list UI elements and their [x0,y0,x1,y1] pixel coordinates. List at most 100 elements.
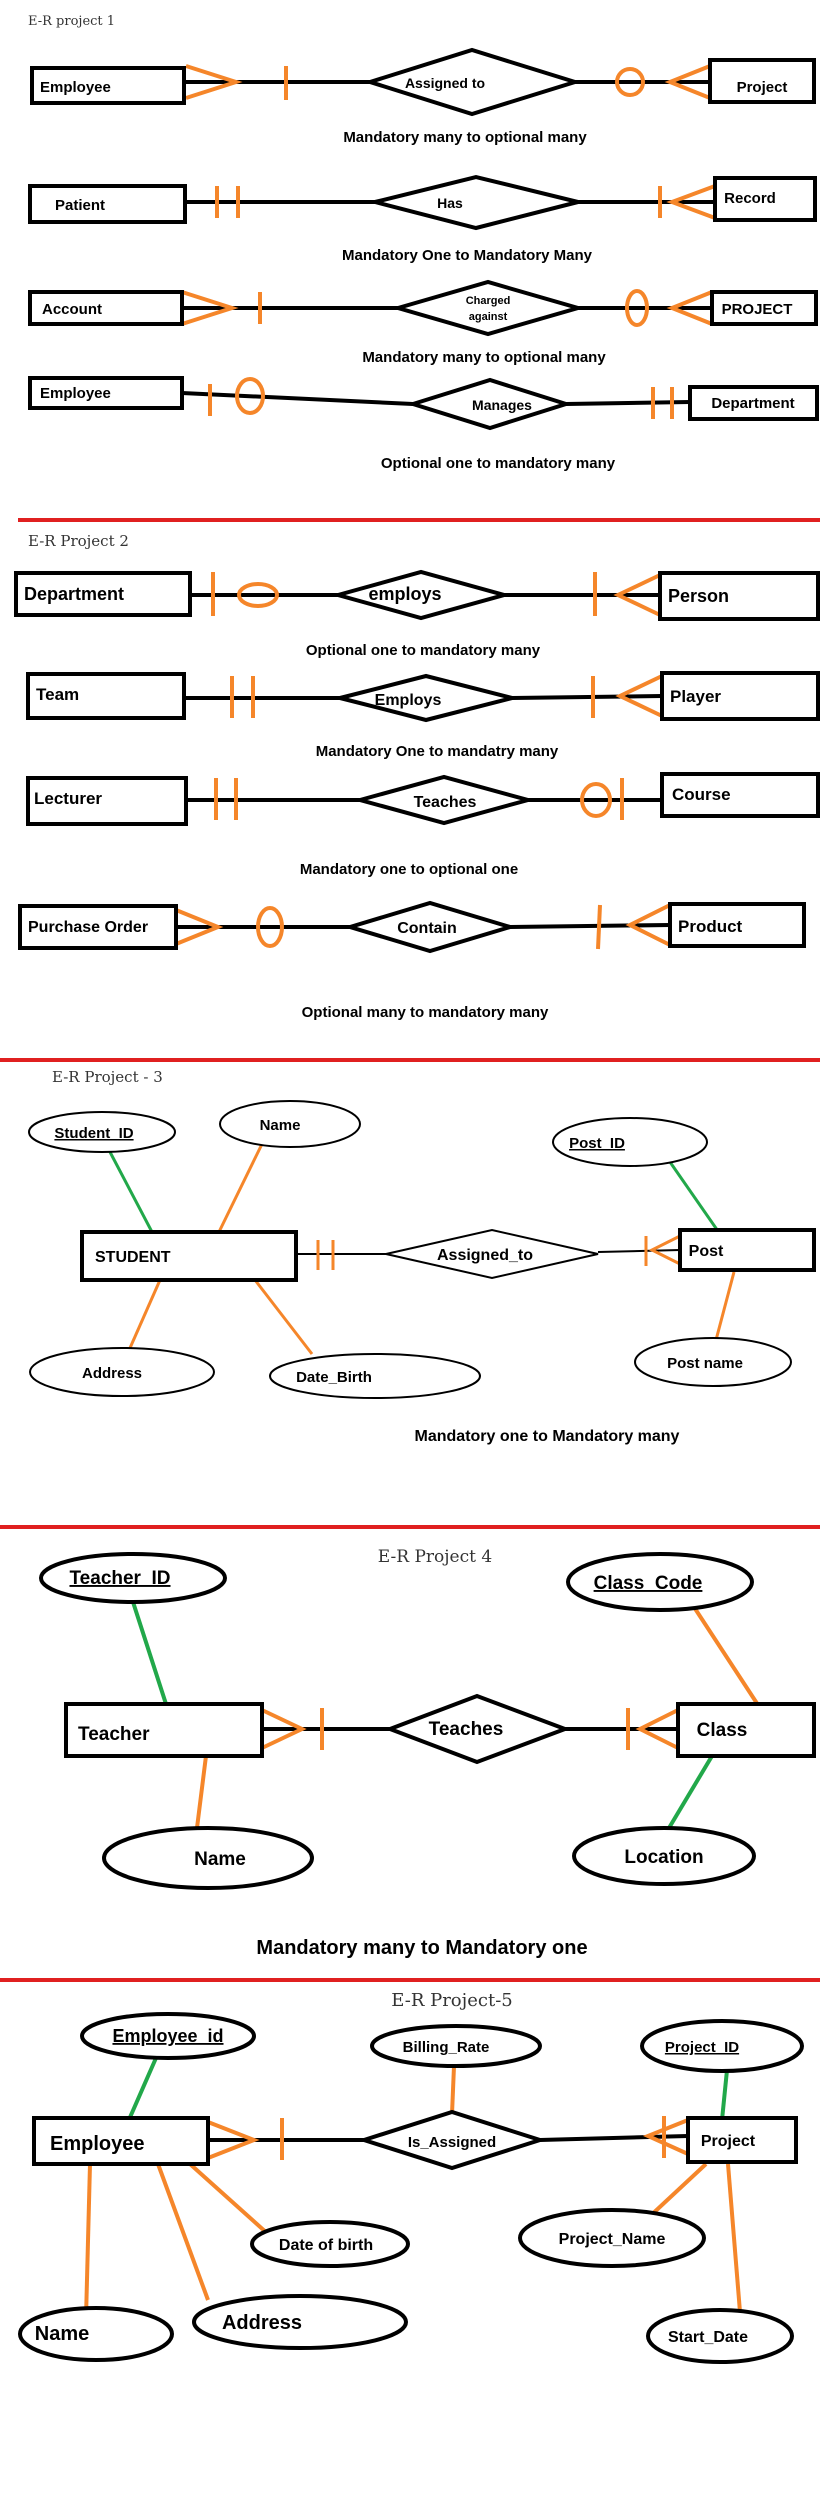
attr-employee-id [80,2012,256,2060]
relationship-label: Teaches [429,1719,504,1740]
zero-circle-icon [625,289,649,327]
relationship-contain [343,900,517,954]
attr-location [572,1826,756,1886]
attr-date-birth [269,1353,481,1399]
attr-label-key: Class_Code [594,1573,703,1594]
entity-patient [28,184,187,224]
entity-project-caps [710,290,818,326]
p1-row2: Patient Has Record Mandatory One to Mand… [28,174,817,264]
relationship-label-line1: Charged [466,295,511,307]
crow-foot-icon [207,2120,260,2160]
relationship-label: employs [368,584,441,604]
attr-label: Name [35,2323,89,2345]
crow-foot-icon [666,290,713,326]
entity-post [678,1228,816,1272]
relationship-employs [330,569,512,621]
attr-label: Address [222,2312,302,2334]
crow-foot-icon [666,184,716,220]
entity-label: Employee [40,79,111,96]
relationship-label: Manages [472,397,532,413]
cardinality-caption: Mandatory One to Mandatory Many [342,247,593,264]
p1-row1: Employee Assigned to Project Mandatory m… [30,47,816,146]
cardinality-caption: Mandatory one to optional one [300,861,518,878]
relationship-label-line2: against [469,311,508,323]
p4-diagram: Teacher_ID Teacher Teaches Class Name Cl… [39,1552,816,1959]
attr-project-id [640,2019,804,2073]
project3-header: E-R Project - 3 [52,1068,163,1086]
relationship-assigned-to [385,1228,599,1280]
entity-label: Person [668,586,729,606]
relationship-label: Assigned to [405,75,485,91]
attr-name [102,1826,314,1890]
zero-circle-icon [580,782,612,818]
entity-lecturer [26,776,188,826]
entity-label: Account [42,301,102,318]
entity-label: Post [689,1243,724,1260]
attr-address [29,1347,215,1397]
one-bar-icon [596,904,602,950]
attr-label-key: Post_ID [569,1135,625,1152]
attr-label-key: Teacher_ID [69,1568,170,1589]
crow-foot-icon [615,674,663,718]
entity-label: Team [36,685,79,704]
attr-label-key: Employee_id [112,2026,223,2046]
cardinality-caption: Mandatory many to optional many [362,349,606,366]
entity-label: Record [724,190,776,207]
attr-label: Address [82,1365,142,1382]
attr-post-id [552,1117,708,1167]
project2-header: E-R Project 2 [28,532,129,550]
attr-student-id [28,1111,176,1153]
project1-header: E-R project 1 [28,14,115,29]
p5-diagram: Employee_id Billing_Rate Project_ID Empl… [18,2012,804,2364]
relationship-label: Contain [397,920,457,937]
attr-label: Date of birth [279,2237,373,2254]
zero-circle-icon [237,582,279,608]
entity-course [660,772,820,818]
attr-start-date [646,2308,794,2364]
attr-label: Name [194,1849,246,1870]
cardinality-caption: Optional one to mandatory many [381,455,616,472]
entity-project [708,58,816,104]
entity-label: Course [672,785,731,804]
relationship-label: Assigned_to [437,1247,533,1264]
project5-header: E-R Project-5 [391,1990,512,2011]
attr-post-name [634,1337,792,1387]
entity-label: Department [711,395,794,412]
crow-foot-icon [181,290,239,326]
entity-account [28,290,184,326]
cardinality-caption: Mandatory one to Mandatory many [415,1428,680,1445]
relationship-charged-against [390,279,586,337]
entity-product [668,902,806,948]
zero-circle-icon [235,377,265,415]
entity-label: Player [670,687,721,706]
crow-foot-icon [642,2118,689,2156]
attr-label: Start_Date [668,2329,748,2346]
zero-circle-icon [615,67,645,97]
entity-department [688,385,819,421]
p1-row3: Account Charged against PROJECT Mandator… [28,279,818,366]
relationship-manages [406,377,573,431]
entity-teacher [64,1702,264,1758]
attr-class-code [566,1552,754,1612]
attr-date-of-birth [250,2220,410,2268]
crow-foot-icon [261,1708,307,1750]
cardinality-caption: Optional one to mandatory many [306,642,541,659]
attr-label: Name [260,1117,301,1134]
attr-label: Billing_Rate [403,2039,490,2056]
attr-project-name [518,2208,706,2268]
entity-label: Employee [50,2133,144,2155]
entity-employee-2 [28,376,184,410]
attr-label: Date_Birth [296,1369,372,1386]
crow-foot-icon [625,903,671,947]
entity-employee [32,2116,210,2166]
entity-department [14,571,192,617]
attr-name [18,2306,174,2362]
crow-foot-icon [648,1234,681,1266]
entity-label: STUDENT [95,1249,171,1266]
entity-class [676,1702,816,1758]
entity-player [660,671,820,721]
relationship-has [374,174,579,231]
attr-billing-rate [370,2024,542,2068]
entity-employee [30,66,186,105]
entity-student [80,1230,298,1282]
